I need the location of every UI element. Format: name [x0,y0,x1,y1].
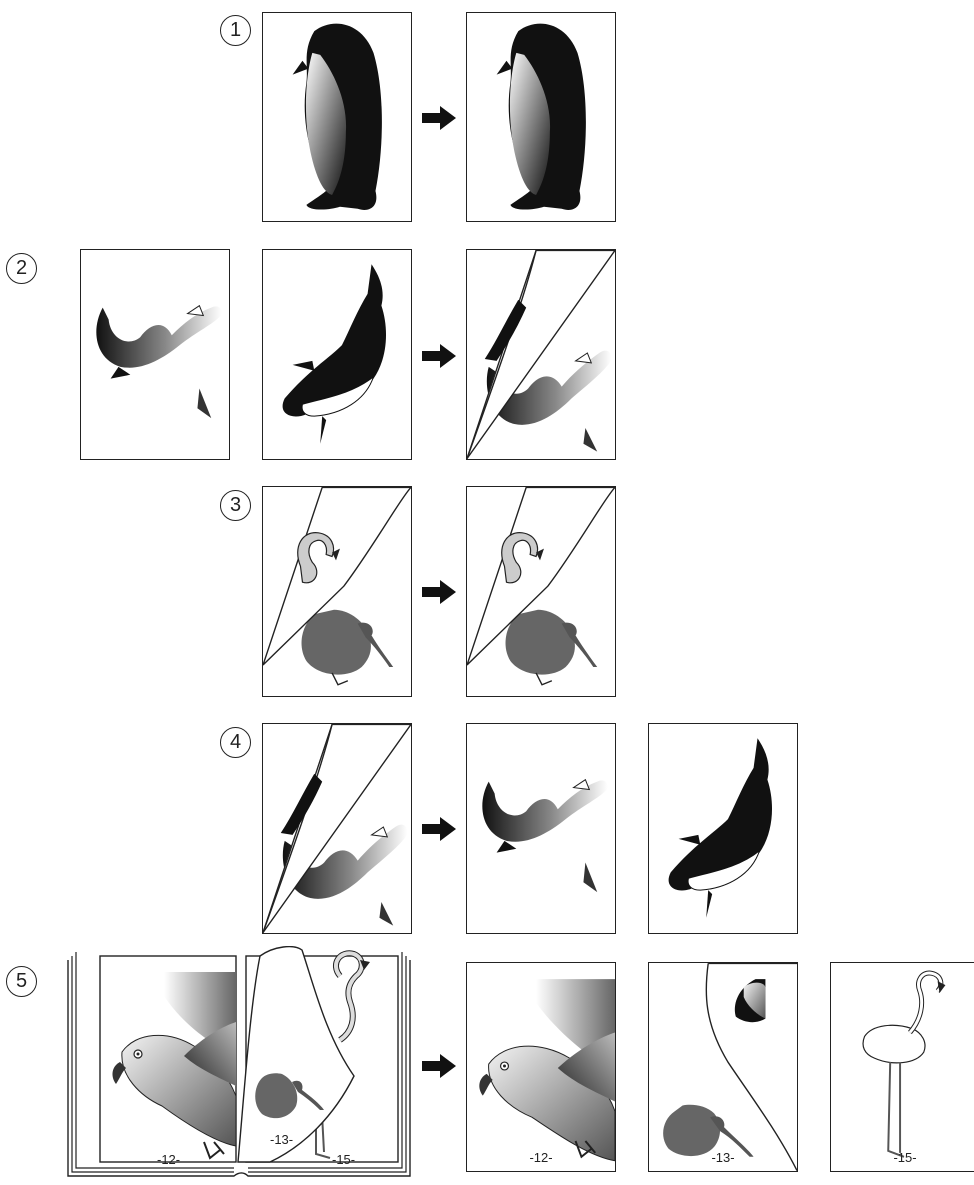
output-page-13: -13- [648,962,798,1172]
curled-kiwi-page [649,963,797,1171]
step-4-label: 4 [230,731,241,754]
shark-icon [81,250,229,459]
orca-icon [649,724,797,933]
step-1-original-page [262,12,412,222]
step-4-badge: 4 [220,727,251,758]
step-4-original-page [262,723,412,934]
book-right-page-number: -15- [332,1152,355,1167]
step-3-copy-page [466,486,616,697]
kiwi-icon [506,610,598,685]
arrow-right-icon [422,817,456,841]
output-page-15: -15- [830,962,974,1172]
step-5-arrow [422,1054,456,1078]
shark-icon [467,724,615,933]
step-2-label: 2 [16,257,27,280]
step-4-arrow [422,817,456,841]
step-5-label: 5 [16,970,27,993]
flamingo-icon [831,963,974,1171]
arrow-right-icon [422,1054,456,1078]
output-page-12-number: -12- [467,1150,615,1165]
step-3-arrow [422,580,456,604]
step-1-copy-page [466,12,616,222]
penguin-icon [263,13,411,221]
step-1-label: 1 [230,19,241,42]
output-page-13-number: -13- [649,1150,797,1165]
curled-kiwi-flamingo-page [467,487,615,696]
book-left-page-number: -12- [157,1152,180,1167]
arrow-right-icon [422,106,456,130]
step-1-arrow [422,106,456,130]
kiwi-icon [302,610,394,685]
step-3-badge: 3 [220,490,251,521]
kiwi-icon [663,1105,753,1157]
step-1-badge: 1 [220,15,251,46]
step-4-shark-page [466,723,616,934]
step-3-label: 3 [230,494,241,517]
book-curl-page-number: -13- [270,1132,293,1147]
step-2-orca-page [262,249,412,460]
open-book-illustration [64,946,414,1180]
step-2-arrow [422,344,456,368]
parrot-icon [467,963,615,1171]
curled-kiwi-flamingo-page [263,487,411,696]
step-3-original-page [262,486,412,697]
step-2-result-page [466,249,616,460]
arrow-right-icon [422,580,456,604]
step-2-badge: 2 [6,253,37,284]
open-book: -12- -13- -15- [64,946,414,1180]
step-5-badge: 5 [6,966,37,997]
penguin-icon [467,13,615,221]
output-page-15-number: -15- [831,1150,974,1165]
step-2-shark-page [80,249,230,460]
arrow-right-icon [422,344,456,368]
output-page-12: -12- [466,962,616,1172]
curled-page-illustration [467,250,615,459]
curled-orca-shark-page [263,724,411,933]
step-4-orca-page [648,723,798,934]
orca-icon [263,250,411,459]
